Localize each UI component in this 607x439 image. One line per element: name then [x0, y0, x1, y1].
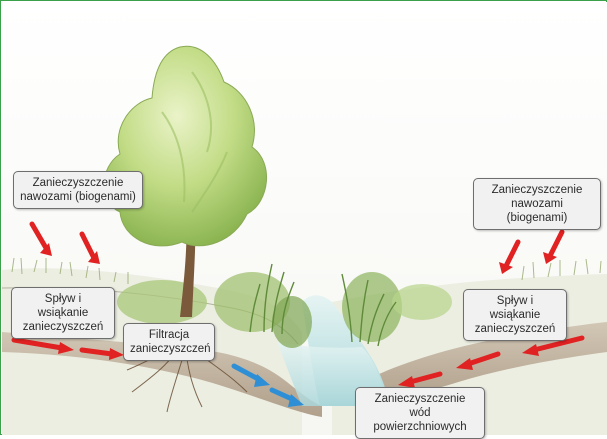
fertilizer-arrows-right — [499, 229, 565, 274]
fertilizer-label-right: Zanieczyszczenie nawozami (biogenami) — [473, 178, 601, 230]
filtration-label-line1: Filtracja — [148, 329, 190, 341]
runoff-label-left-line1: Spływ i wsiąkanie — [37, 293, 89, 319]
fertilizer-label-left: Zanieczyszczenie nawozami (biogenami) — [13, 171, 143, 209]
fertilizer-label-left-line1: Zanieczyszczenie — [32, 177, 124, 189]
fertilizer-label-right-line1: Zanieczyszczenie — [491, 184, 583, 196]
reeds — [249, 263, 397, 347]
tree-crown — [103, 45, 267, 247]
left-grass — [11, 257, 129, 284]
surface-water-label-line2: wód powierzchniowych — [373, 407, 467, 433]
fertilizer-label-right-line2: nawozami (biogenami) — [506, 198, 568, 224]
riparian-shrubs — [117, 272, 452, 348]
fertilizer-label-left-line2: nawozami (biogenami) — [20, 191, 136, 203]
runoff-arrows-right — [398, 335, 585, 388]
surface-water-label-line1: Zanieczyszczenie — [374, 393, 466, 405]
runoff-label-left-line2: zanieczyszczeń — [22, 321, 104, 333]
filtered-flow-arrows — [231, 363, 304, 407]
right-grass — [521, 258, 602, 281]
runoff-label-left: Spływ i wsiąkanie zanieczyszczeń — [11, 287, 115, 339]
tree-roots — [126, 341, 248, 413]
surface-water-label: Zanieczyszczenie wód powierzchniowych — [355, 387, 485, 439]
runoff-label-right-line1: Spływ i wsiąkanie — [489, 295, 541, 321]
filtration-label: Filtracja zanieczyszczeń — [123, 323, 215, 361]
fertilizer-arrows-left — [29, 221, 100, 264]
filtration-label-line2: zanieczyszczeń — [130, 343, 211, 355]
runoff-label-right-line2: zanieczyszczeń — [474, 323, 556, 335]
runoff-label-right: Spływ i wsiąkanie zanieczyszczeń — [463, 289, 567, 341]
runoff-arrows-left — [11, 337, 124, 360]
